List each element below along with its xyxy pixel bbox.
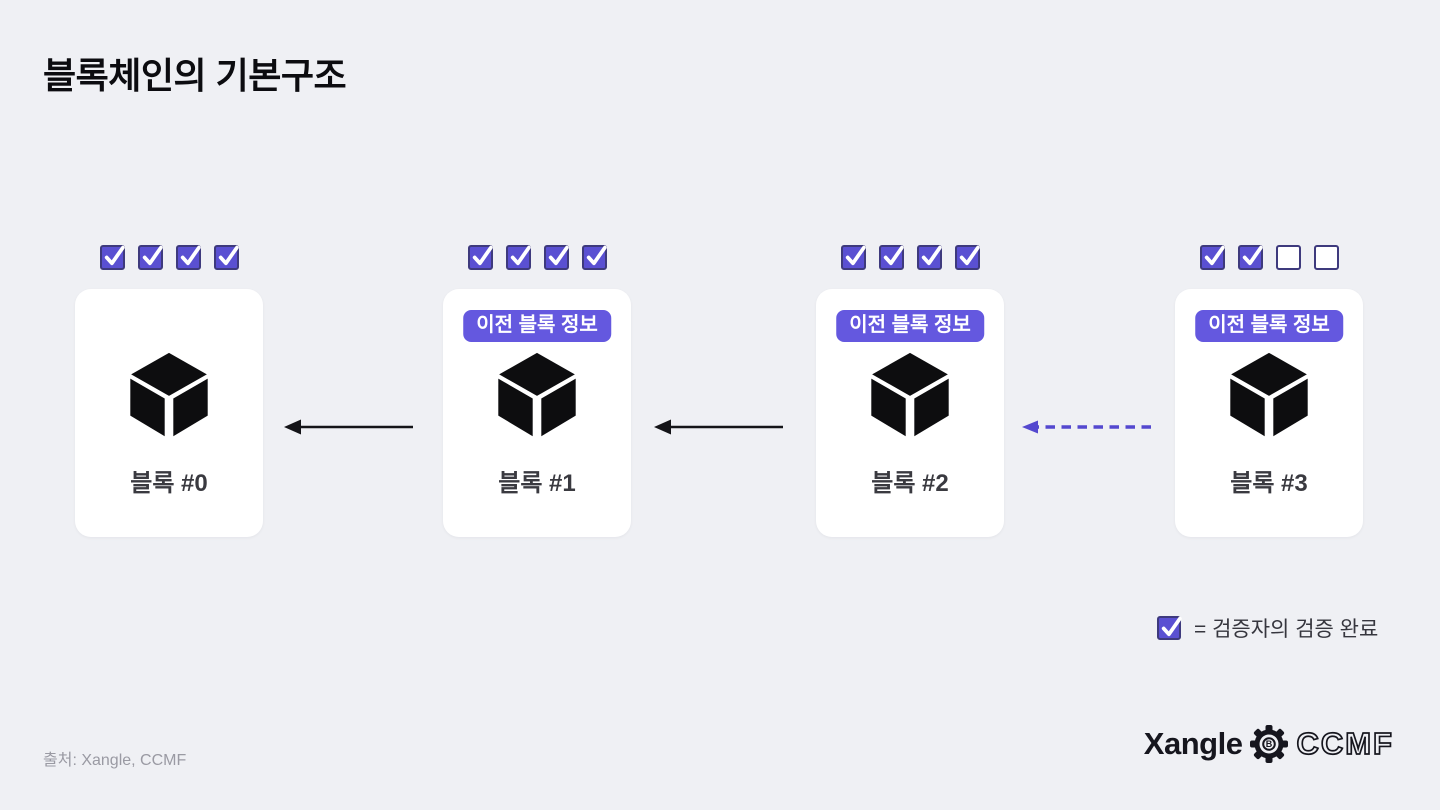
checked-checkbox-icon [878, 245, 904, 270]
xangle-logo: Xangle [1143, 726, 1243, 761]
block-label: 블록 #2 [871, 470, 949, 497]
legend-checkbox [1157, 616, 1182, 641]
checked-checkbox-icon [1199, 245, 1225, 270]
checked-checkbox-icon [916, 245, 942, 270]
block-card-3: 이전 블록 정보 블록 #3 [1175, 289, 1363, 537]
legend-text: = 검증자의 검증 완료 [1194, 618, 1379, 641]
svg-text:B: B [1266, 739, 1273, 749]
block-card-2: 이전 블록 정보 블록 #2 [816, 289, 1004, 537]
previous-block-badge: 이전 블록 정보 [1195, 310, 1343, 342]
block-group-2: 이전 블록 정보 블록 #2 [816, 245, 1004, 537]
previous-block-badge: 이전 블록 정보 [836, 310, 984, 342]
block-label: 블록 #3 [1230, 470, 1308, 497]
ccmf-logo: CCMF [1296, 725, 1394, 762]
checked-checkbox-icon [543, 245, 569, 270]
checked-checkbox-icon [1157, 616, 1182, 640]
cube-icon [498, 352, 576, 437]
page-title: 블록체인의 기본구조 [43, 55, 347, 96]
arrow-left-solid-icon [284, 419, 413, 435]
validation-check-row [840, 245, 980, 270]
validation-check-row [1199, 245, 1339, 270]
checked-checkbox-icon [505, 245, 531, 270]
checked-checkbox-icon [581, 245, 607, 270]
arrow-left-dashed-icon [1022, 420, 1151, 434]
arrow-left-solid-icon [654, 419, 783, 435]
block-card-0: 블록 #0 [75, 289, 263, 537]
block-group-3: 이전 블록 정보 블록 #3 [1175, 245, 1363, 537]
block-group-0: 블록 #0 [75, 245, 263, 537]
checked-checkbox-icon [99, 245, 125, 270]
validation-check-row [99, 245, 239, 270]
checked-checkbox-icon [213, 245, 239, 270]
block-label: 블록 #0 [130, 470, 208, 497]
source-attribution: 출처: Xangle, CCMF [43, 752, 187, 769]
cube-icon [871, 352, 949, 437]
checked-checkbox-icon [175, 245, 201, 270]
validation-check-row [467, 245, 607, 270]
block-label: 블록 #1 [498, 470, 576, 497]
legend: = 검증자의 검증 완료 [1157, 613, 1378, 643]
checked-checkbox-icon [954, 245, 980, 270]
previous-block-badge: 이전 블록 정보 [463, 310, 611, 342]
checked-checkbox-icon [1237, 245, 1263, 270]
footer-logos: Xangle B CCMF [1144, 724, 1394, 764]
unchecked-checkbox-icon [1275, 245, 1301, 270]
block-card-1: 이전 블록 정보 블록 #1 [443, 289, 631, 537]
unchecked-checkbox-icon [1313, 245, 1339, 270]
checked-checkbox-icon [467, 245, 493, 270]
cube-icon [130, 352, 208, 437]
gear-icon: B [1250, 725, 1289, 763]
checked-checkbox-icon [840, 245, 866, 270]
checked-checkbox-icon [137, 245, 163, 270]
block-group-1: 이전 블록 정보 블록 #1 [443, 245, 631, 537]
cube-icon [1230, 352, 1308, 437]
